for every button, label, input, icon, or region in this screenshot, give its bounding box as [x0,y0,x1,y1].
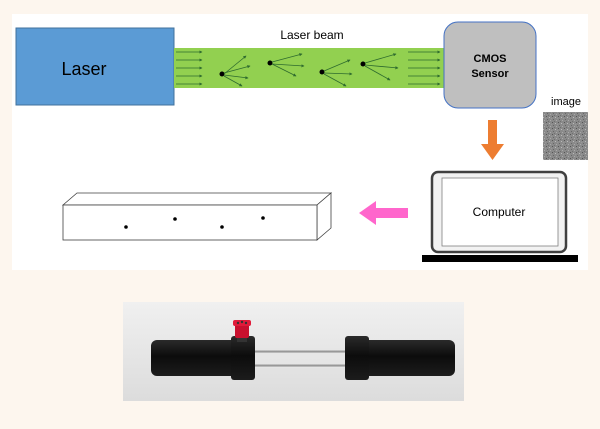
red-connector [233,320,251,342]
beam-arrows-right [408,50,441,86]
sensor-label-line1: CMOS [474,53,507,65]
cmos-sensor-box [443,21,537,109]
computer [422,170,578,262]
left-arrow [359,201,408,225]
laser-box [15,27,175,106]
channel-box [61,192,333,241]
computer-label: Computer [473,205,526,219]
down-arrow [481,120,504,160]
device-photo-svg [123,302,464,401]
right-cylinder [363,340,455,376]
image-label: image [551,96,581,108]
schematic-diagram: Laser Laser beam [12,14,588,270]
channel-particles [124,216,265,229]
computer-base [422,255,578,262]
sensor-label-line2: Sensor [471,68,509,80]
beam-label: Laser beam [280,28,343,42]
scattering-particles [219,53,399,87]
laser-label: Laser [61,59,106,79]
speckle-image [543,112,588,160]
beam-arrows-left [176,50,203,86]
device-photo [123,302,464,401]
laser-beam [174,48,446,88]
left-cylinder [151,340,239,376]
schematic-svg: Laser Laser beam [15,21,588,262]
monitor-screen [441,177,559,247]
